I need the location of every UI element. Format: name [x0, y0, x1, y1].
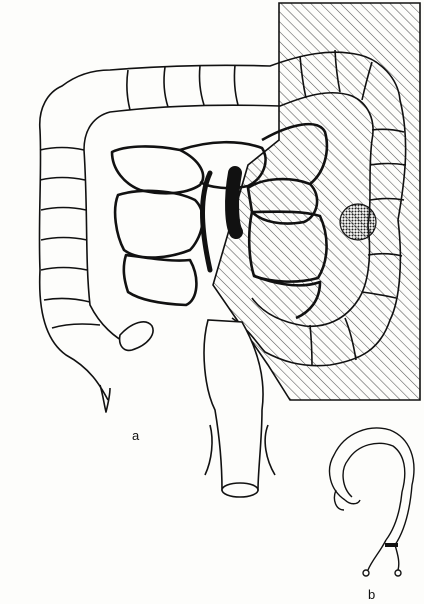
tumor-mass: [340, 204, 376, 240]
inset-colon-b: [330, 428, 414, 576]
panel-label-b: b: [368, 587, 375, 602]
panel-label-a: a: [132, 428, 139, 443]
small-bowel-stump: [120, 322, 153, 350]
